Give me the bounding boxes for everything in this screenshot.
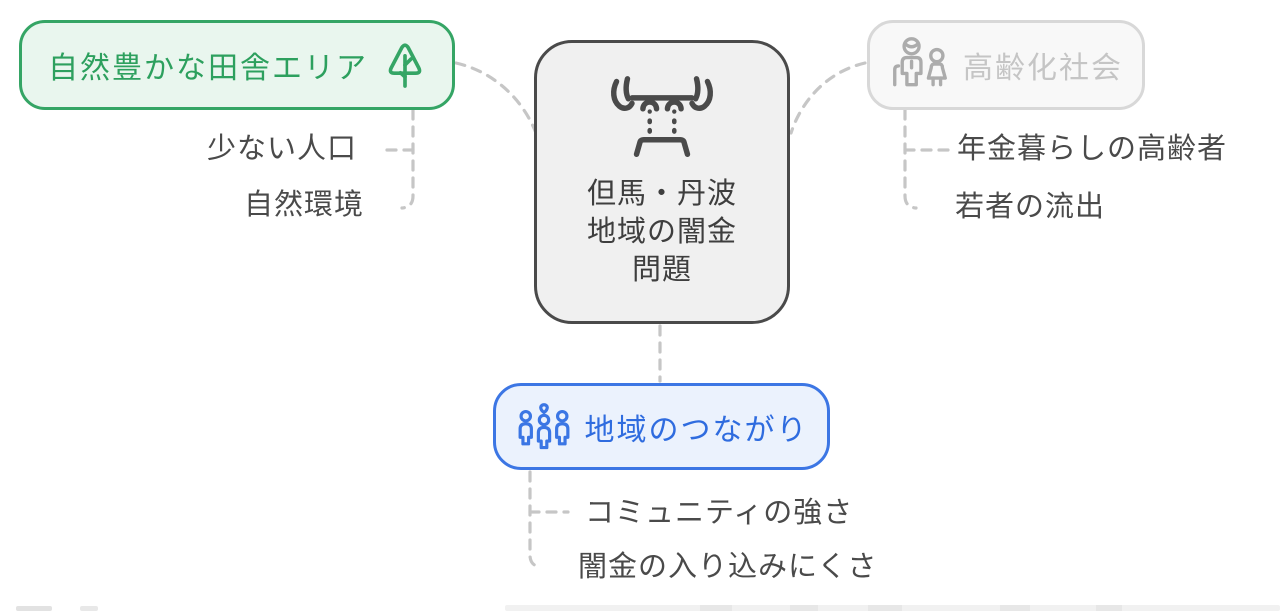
connector-aging-children-stem [903,108,918,210]
puppet-strings-icon [602,75,722,159]
node-aging-society[interactable]: 高齢化社会 [867,20,1145,110]
connector-community-children-stem [528,470,543,569]
node-aging-label: 高齢化社会 [963,52,1123,85]
connector-rural-to-center [454,61,538,135]
elderly-couple-icon [889,36,951,94]
connector-aging-to-center [789,61,867,135]
clipped-element-patch [868,605,902,611]
leaf-community-strength[interactable]: コミュニティの強さ [585,497,854,529]
clipped-element-bottom-left-2 [80,606,98,611]
clipped-element-patch [1000,605,1030,611]
node-rural-area[interactable]: 自然豊かな田舎エリア [19,20,455,110]
people-heart-icon [515,399,573,455]
leaf-small-population[interactable]: 少ない人口 [207,133,358,165]
leaf-loan-shark-resistance[interactable]: 闇金の入り込みにくさ [578,551,878,583]
clipped-element-patch [790,605,818,611]
clipped-element-patch [700,605,732,611]
node-rural-label: 自然豊かな田舎エリア [48,52,368,85]
clipped-element-bottom-left [16,606,52,611]
leaf-natural-environment[interactable]: 自然環境 [244,189,365,221]
center-label-line-3: 問題 [631,254,692,286]
node-central-topic[interactable]: 但馬・丹波 地域の闇金 問題 [534,40,790,324]
leaf-pension-elderly[interactable]: 年金暮らしの高齢者 [957,133,1228,165]
tree-icon [384,40,426,90]
center-label-line-2: 地域の闇金 [586,216,737,248]
node-community-label: 地域のつながり [584,413,809,447]
connector-rural-children-stem [400,108,415,210]
leaf-youth-outflow[interactable]: 若者の流出 [955,191,1106,223]
center-label-line-1: 但馬・丹波 [586,178,737,210]
clipped-element-patch [1096,605,1122,611]
node-community-ties[interactable]: 地域のつながり [493,383,830,470]
